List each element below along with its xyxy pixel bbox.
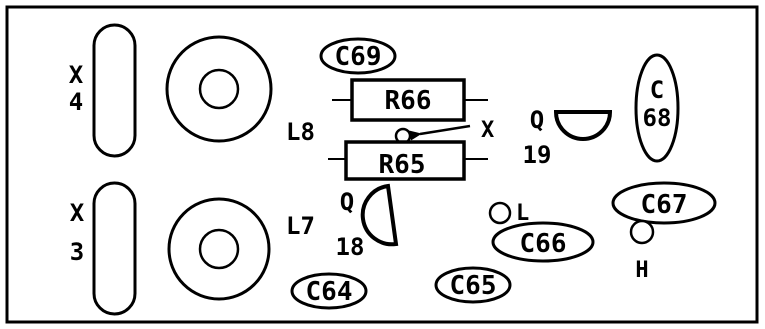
capacitor-c64: C64	[290, 272, 368, 310]
capacitor-c67-label: C67	[641, 190, 688, 220]
crystal-x3-body	[92, 181, 137, 316]
capacitor-c69: C69	[319, 37, 397, 75]
transistor-q19-number: 19	[523, 141, 552, 169]
capacitor-c66: C66	[491, 221, 595, 263]
capacitor-c66-outline	[491, 221, 595, 263]
crystal-x4-body	[92, 23, 137, 158]
resistor-r65: R65	[328, 140, 488, 181]
test-point-l: L	[488, 201, 529, 226]
test-point-l-label: L	[516, 201, 529, 226]
resistor-r66: R66	[332, 78, 488, 122]
crystal-x3: X 3	[70, 181, 137, 316]
capacitor-c66-label: C66	[520, 229, 567, 259]
test-point-h-label: H	[635, 258, 648, 283]
inductor-l7-label: L7	[286, 212, 315, 240]
test-point-h-pad	[629, 219, 655, 245]
crystal-x4-number: 4	[69, 88, 83, 116]
transistor-q19-body	[553, 110, 613, 141]
transistor-q19-letter: Q	[530, 106, 544, 134]
crystal-x4-letter: X	[69, 61, 84, 89]
inductor-l8: L8	[165, 35, 315, 146]
capacitor-c65: C65	[434, 266, 512, 304]
capacitor-c68-outline	[634, 53, 680, 163]
resistor-r66-body	[350, 78, 466, 122]
resistor-r65-label: R65	[379, 150, 426, 180]
test-point-h: H	[629, 219, 655, 283]
capacitor-c67-outline	[611, 181, 717, 225]
capacitor-c69-label: C69	[335, 42, 382, 72]
resistor-r65-body	[344, 140, 466, 181]
crystal-x3-number: 3	[70, 238, 84, 266]
test-point-x-arrow	[409, 124, 471, 141]
transistor-q18-body	[360, 183, 399, 247]
capacitor-c64-label: C64	[306, 277, 353, 307]
crystal-x4: X 4	[69, 23, 137, 158]
capacitor-c65-label: C65	[450, 271, 497, 301]
inductor-l7: L7	[167, 197, 315, 301]
capacitor-c68-number: 68	[643, 104, 672, 132]
test-point-l-pad	[488, 201, 512, 225]
capacitor-c64-outline	[290, 272, 368, 310]
capacitor-c67: C67	[611, 181, 717, 225]
transistor-q18-number: 18	[336, 233, 365, 261]
transistor-q18: Q 18	[336, 183, 399, 261]
capacitor-c69-outline	[319, 37, 397, 75]
capacitor-c68-letter: C	[650, 76, 664, 104]
transistor-q18-letter: Q	[340, 188, 354, 216]
crystal-x3-letter: X	[70, 199, 85, 227]
transistor-q19: Q 19	[523, 106, 613, 169]
test-point-x: X	[394, 118, 494, 145]
inductor-l8-label: L8	[286, 118, 315, 146]
inductor-l7-inner	[198, 228, 240, 270]
resistor-r66-label: R66	[385, 86, 432, 116]
test-point-x-label: X	[481, 118, 494, 143]
inductor-l8-inner	[198, 68, 240, 110]
capacitor-c65-outline	[434, 266, 512, 304]
capacitor-c68: C 68	[634, 53, 680, 163]
